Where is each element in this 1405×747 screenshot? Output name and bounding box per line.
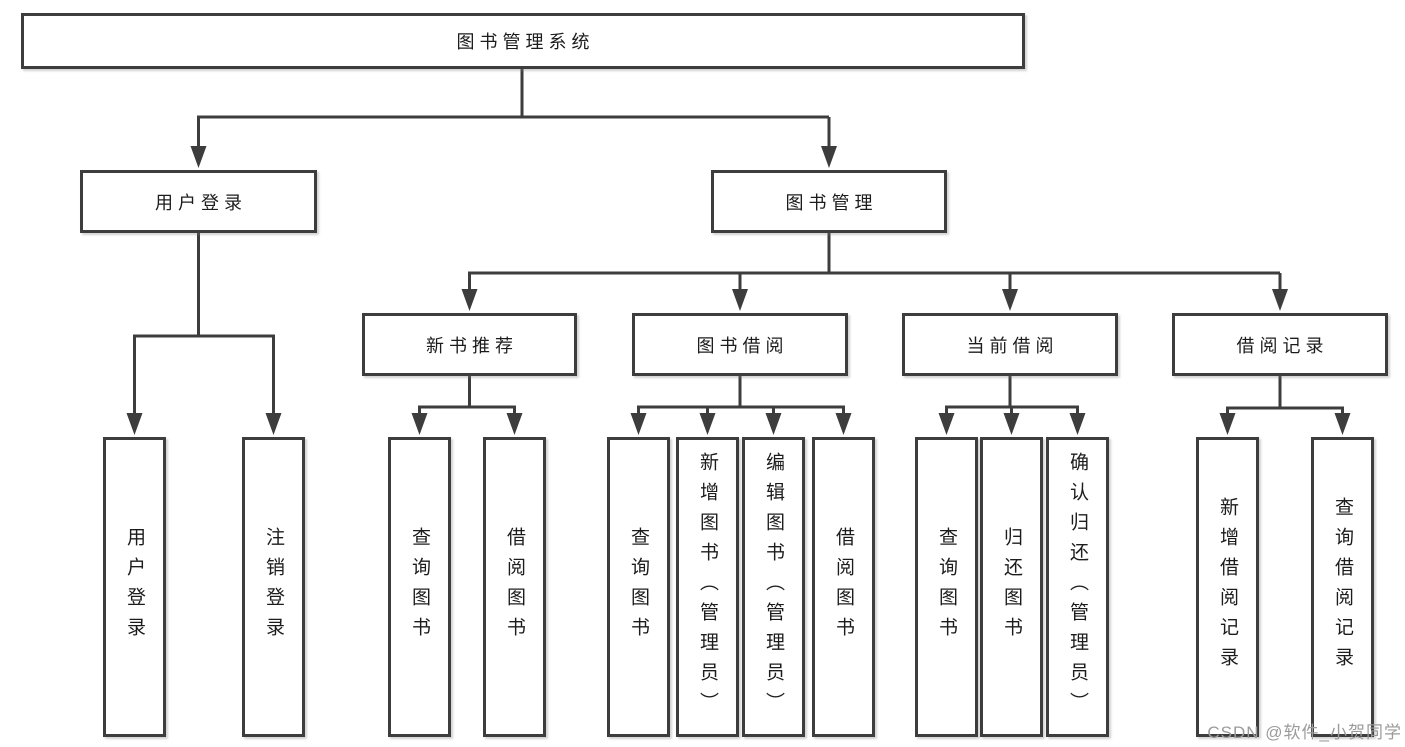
arrow-down-icon	[190, 146, 207, 168]
node-book-borrow: 图书借阅	[632, 313, 848, 376]
node-label: 用户登录	[124, 527, 145, 647]
leaf-add-book-admin: 新增图书（管理员）	[676, 437, 739, 737]
arrow-down-icon	[126, 413, 143, 435]
arrow-down-icon	[1003, 413, 1020, 435]
leaf-edit-book-admin: 编辑图书（管理员）	[742, 437, 805, 737]
node-root: 图书管理系统	[21, 13, 1025, 69]
node-label: 查询图书	[628, 527, 649, 647]
arrow-down-icon	[1002, 289, 1018, 311]
node-label: 编辑图书（管理员）	[763, 452, 784, 722]
connector-current-borrow-children	[945, 376, 1079, 417]
watermark: CSDN @软件_小贺同学	[1207, 723, 1402, 742]
connector-new-book-recommend-children	[418, 376, 516, 417]
connector-user-login-children	[133, 233, 275, 416]
node-label: 归还图书	[1001, 527, 1022, 647]
leaf-user-login: 用户登录	[103, 437, 166, 737]
leaf-logout-login: 注销登录	[242, 437, 305, 737]
arrow-down-icon	[265, 413, 282, 435]
leaf-confirm-return-admin: 确认归还（管理员）	[1046, 437, 1109, 737]
leaf-return-book: 归还图书	[980, 437, 1043, 737]
arrow-down-icon	[630, 413, 647, 435]
arrow-down-icon	[765, 413, 782, 435]
arrow-down-icon	[1069, 413, 1086, 435]
leaf-query-books-current: 查询图书	[915, 437, 978, 737]
node-book-management: 图书管理	[711, 170, 947, 233]
node-label: 注销登录	[263, 527, 284, 647]
node-label: 查询图书	[409, 527, 430, 647]
leaf-borrow-books: 借阅图书	[812, 437, 875, 737]
node-label: 图书借阅	[696, 335, 789, 356]
leaf-query-borrow-record: 查询借阅记录	[1311, 437, 1374, 737]
node-label: 查询图书	[936, 527, 957, 647]
node-label: 用户登录	[155, 192, 247, 213]
arrow-down-icon	[1334, 413, 1351, 435]
node-label: 当前借阅	[966, 335, 1059, 356]
leaf-borrow-books-recommend: 借阅图书	[483, 437, 546, 737]
connector-root-to-level2	[197, 69, 831, 150]
arrow-down-icon	[1272, 289, 1288, 311]
arrow-down-icon	[821, 146, 837, 168]
node-label: 新书推荐	[426, 335, 518, 356]
node-label: 确认归还（管理员）	[1067, 452, 1088, 722]
node-label: 新增图书（管理员）	[697, 452, 718, 722]
node-label: 查询借阅记录	[1332, 497, 1353, 677]
arrow-down-icon	[938, 413, 955, 435]
node-borrow-records: 借阅记录	[1172, 313, 1388, 376]
arrow-down-icon	[461, 289, 478, 311]
arrow-down-icon	[699, 413, 716, 435]
arrow-down-icon	[1219, 413, 1236, 435]
node-current-borrow: 当前借阅	[902, 313, 1118, 376]
node-label: 借阅图书	[504, 527, 525, 647]
leaf-query-books-borrow: 查询图书	[607, 437, 670, 737]
connector-book-borrow-children	[637, 376, 845, 417]
node-user-login: 用户登录	[80, 170, 317, 233]
node-label: 新增借阅记录	[1217, 497, 1238, 677]
node-label: 图书管理系统	[456, 32, 595, 52]
arrow-down-icon	[835, 413, 852, 435]
arrow-down-icon	[506, 413, 523, 435]
leaf-add-borrow-record: 新增借阅记录	[1196, 437, 1259, 737]
connector-borrow-records-children	[1226, 376, 1344, 417]
node-label: 借阅图书	[833, 527, 854, 647]
arrow-down-icon	[732, 289, 748, 311]
node-new-book-recommend: 新书推荐	[362, 313, 577, 376]
node-label: 借阅记录	[1236, 335, 1329, 356]
leaf-query-books-recommend: 查询图书	[388, 437, 451, 737]
arrow-down-icon	[411, 413, 428, 435]
connector-book-management-children	[468, 233, 1282, 293]
node-label: 图书管理	[785, 192, 878, 213]
